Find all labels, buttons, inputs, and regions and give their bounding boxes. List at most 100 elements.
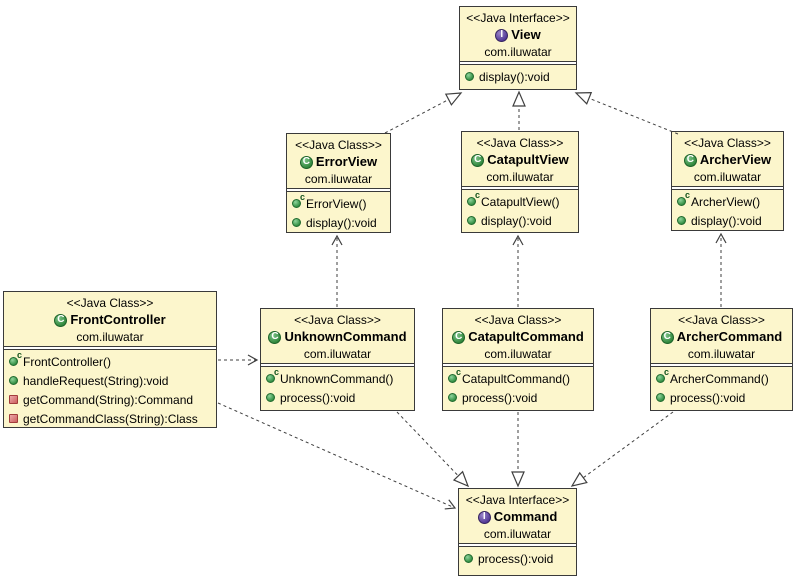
public-method-icon (448, 393, 457, 402)
edge-realization-archerview-view (574, 92, 679, 135)
compartment-divider (672, 186, 783, 190)
class-box-archerview[interactable]: <<Java Class>> C ArcherView com.iluwatar… (671, 131, 784, 231)
package-label: com.iluwatar (693, 170, 762, 184)
class-box-frontcontroller[interactable]: <<Java Class>> C FrontController com.ilu… (3, 291, 217, 428)
member-row: process():void (459, 549, 576, 568)
members-compartment: c ArcherView() display():void (672, 190, 783, 230)
member-label: CatapultCommand() (462, 371, 571, 386)
edge-realization-unknowncommand-command (396, 411, 470, 488)
constructor-icon: c (656, 368, 669, 383)
members-compartment: c ErrorView() display():void (287, 192, 390, 232)
class-box-view[interactable]: <<Java Interface>> I View com.iluwatar d… (459, 6, 577, 90)
class-header: <<Java Interface>> I View com.iluwatar (460, 7, 576, 60)
interface-icon: I (495, 28, 509, 42)
class-icon: C (54, 313, 68, 327)
constructor-icon: c (467, 191, 480, 206)
member-label: display():void (306, 215, 377, 230)
member-row: getCommandClass(String):Class (4, 409, 216, 428)
member-label: ArcherView() (691, 194, 761, 209)
class-header: <<Java Class>> C UnknownCommand com.iluw… (261, 309, 414, 362)
stereotype-label: <<Java Class>> (294, 313, 381, 327)
member-row: display():void (460, 67, 576, 86)
constructor-icon: c (677, 191, 690, 206)
constructor-icon: c (448, 368, 461, 383)
class-header: <<Java Class>> C ArcherView com.iluwatar (672, 132, 783, 185)
compartment-divider (443, 363, 593, 367)
member-label: handleRequest(String):void (23, 373, 169, 388)
member-row: process():void (261, 388, 414, 407)
class-icon: C (471, 153, 485, 167)
class-icon: C (683, 153, 697, 167)
class-name: CatapultCommand (468, 329, 584, 344)
member-row: getCommand(String):Command (4, 390, 216, 409)
package-label: com.iluwatar (484, 347, 552, 361)
public-method-icon (465, 72, 474, 81)
class-icon: C (268, 330, 282, 344)
class-box-archercommand[interactable]: <<Java Class>> C ArcherCommand com.iluwa… (650, 308, 793, 411)
member-label: process():void (478, 551, 554, 566)
class-name: CatapultView (487, 152, 569, 167)
package-label: com.iluwatar (486, 170, 554, 184)
member-label: CatapultView() (481, 194, 560, 209)
member-row: c FrontController() (4, 351, 216, 371)
compartment-divider (459, 543, 576, 547)
class-box-errorview[interactable]: <<Java Class>> C ErrorView com.iluwatar … (286, 133, 391, 233)
public-method-icon (464, 554, 473, 563)
private-method-icon (9, 395, 18, 404)
class-name: Command (493, 509, 558, 524)
members-compartment: display():void (460, 65, 576, 86)
member-row: c ArcherCommand() (651, 368, 792, 388)
member-row: c ArcherView() (672, 191, 783, 211)
stereotype-label: <<Java Class>> (678, 313, 765, 327)
member-row: display():void (287, 213, 390, 232)
member-row: process():void (443, 388, 593, 407)
class-header: <<Java Interface>> I Command com.iluwata… (459, 489, 576, 542)
constructor-icon: c (9, 351, 22, 366)
member-label: process():void (280, 390, 356, 405)
member-row: c CatapultView() (462, 191, 578, 211)
public-method-icon (266, 393, 275, 402)
stereotype-label: <<Java Interface>> (466, 11, 570, 25)
edge-realization-errorview-view (384, 92, 463, 134)
constructor-icon: c (292, 193, 305, 208)
public-method-icon (677, 216, 686, 225)
member-row: display():void (672, 211, 783, 230)
member-label: display():void (479, 69, 550, 84)
compartment-divider (287, 188, 390, 192)
stereotype-label: <<Java Class>> (476, 136, 564, 150)
member-row: c CatapultCommand() (443, 368, 593, 388)
member-label: process():void (462, 390, 538, 405)
compartment-divider (261, 363, 414, 367)
member-row: display():void (462, 211, 578, 230)
member-row: handleRequest(String):void (4, 371, 216, 390)
private-method-icon (9, 414, 18, 423)
class-name: ArcherCommand (676, 329, 783, 344)
member-label: display():void (691, 213, 762, 228)
class-box-command[interactable]: <<Java Interface>> I Command com.iluwata… (458, 488, 577, 576)
edge-realization-archercommand-command (570, 411, 674, 487)
class-box-catapultview[interactable]: <<Java Class>> C CatapultView com.iluwat… (461, 131, 579, 233)
class-name: ErrorView (315, 154, 378, 169)
member-label: display():void (481, 213, 552, 228)
class-icon: C (660, 330, 674, 344)
class-header: <<Java Class>> C CatapultCommand com.ilu… (443, 309, 593, 362)
public-method-icon (9, 376, 18, 385)
compartment-divider (651, 363, 792, 367)
class-header: <<Java Class>> C CatapultView com.iluwat… (462, 132, 578, 185)
members-compartment: c UnknownCommand() process():void (261, 367, 414, 407)
class-box-catapultcommand[interactable]: <<Java Class>> C CatapultCommand com.ilu… (442, 308, 594, 411)
member-label: ArcherCommand() (670, 371, 769, 386)
class-header: <<Java Class>> C ArcherCommand com.iluwa… (651, 309, 792, 362)
class-box-unknowncommand[interactable]: <<Java Class>> C UnknownCommand com.iluw… (260, 308, 415, 411)
member-label: getCommand(String):Command (23, 392, 194, 407)
stereotype-label: <<Java Class>> (684, 136, 771, 150)
member-label: FrontController() (23, 354, 112, 369)
member-label: process():void (670, 390, 746, 405)
class-header: <<Java Class>> C FrontController com.ilu… (4, 292, 216, 345)
member-label: ErrorView() (306, 196, 367, 211)
package-label: com.iluwatar (484, 45, 552, 59)
stereotype-label: <<Java Class>> (295, 138, 382, 152)
member-row: process():void (651, 388, 792, 407)
members-compartment: c ArcherCommand() process():void (651, 367, 792, 407)
